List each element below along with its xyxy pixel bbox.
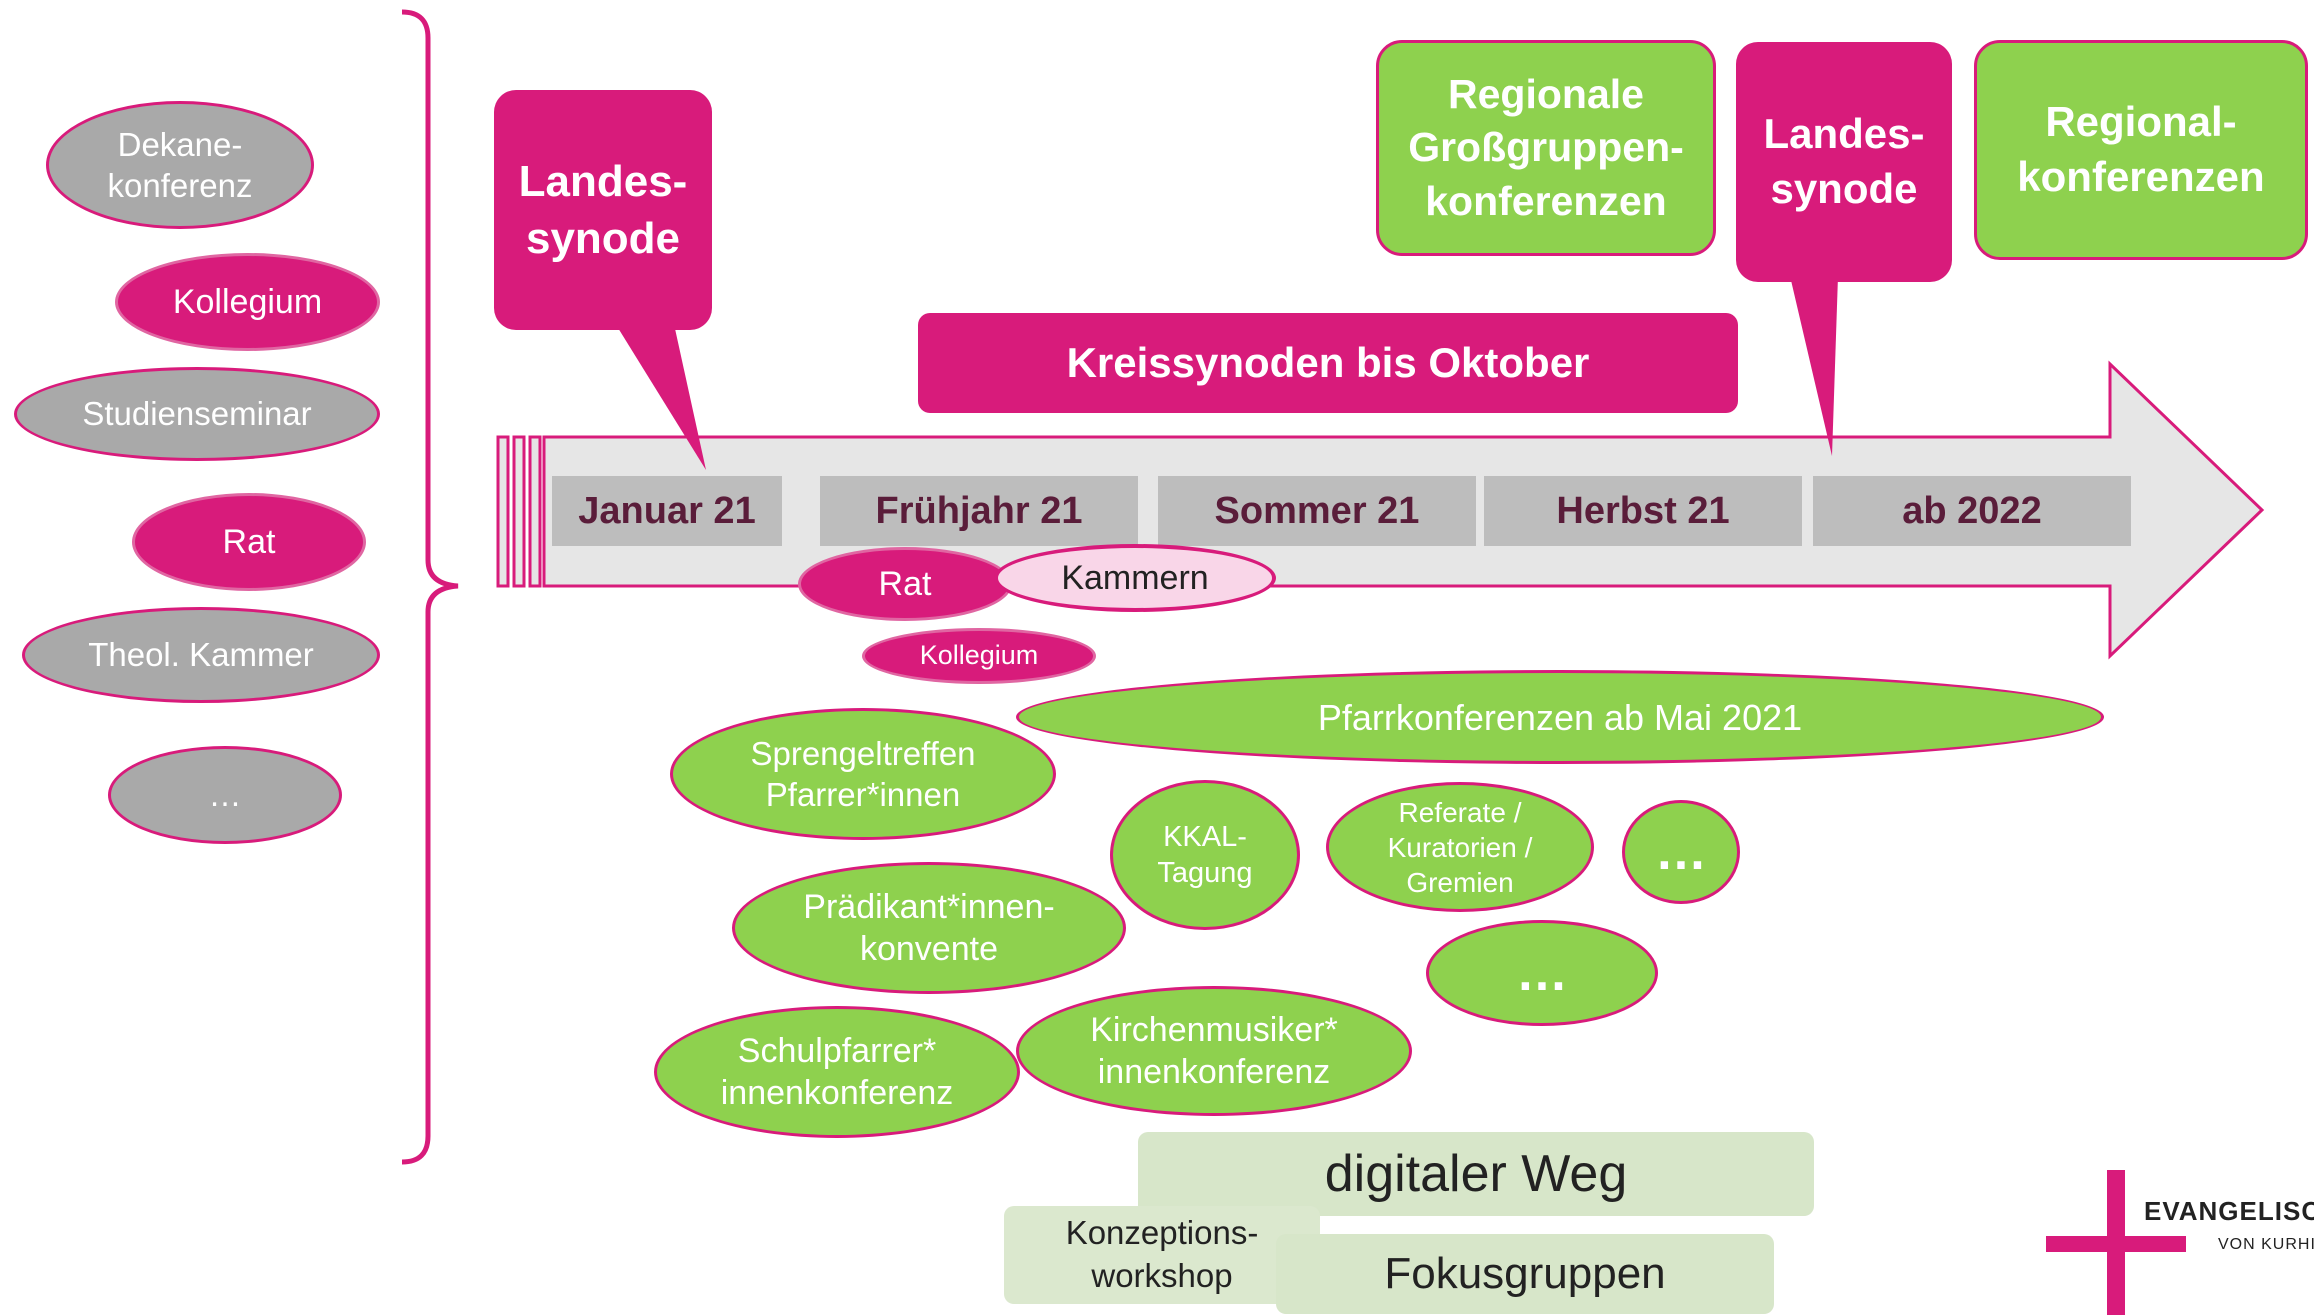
studienseminar-label: Studienseminar — [82, 395, 312, 433]
rat-small-ellipse: Rat — [798, 547, 1012, 621]
regionale-grossgruppen-box: Regionale Großgruppen- konferenzen — [1376, 40, 1716, 256]
dekanekonferenz-label: Dekane- konferenz — [107, 125, 253, 204]
regionale-grossgruppen-label: Regionale Großgruppen- konferenzen — [1408, 71, 1684, 224]
kkal-label: KKAL- Tagung — [1157, 820, 1253, 889]
regionalkonferenzen-box: Regional- konferenzen — [1974, 40, 2308, 260]
kollegium-label: Kollegium — [172, 282, 323, 321]
theol-kammer-ellipse: Theol. Kammer — [22, 607, 380, 703]
logo-text-line1: EVANGELISC — [2144, 1196, 2314, 1226]
arrow-tail-bar-3 — [528, 435, 542, 588]
digitaler-weg-label: digitaler Weg — [1324, 1145, 1628, 1203]
landessynode-callout-1: Landes- synode — [494, 90, 712, 330]
timeline-januar-label: Januar 21 — [578, 489, 756, 532]
konzeptions-label: Konzeptions- workshop — [1065, 1214, 1259, 1294]
landessynode-callout-2: Landes- synode — [1736, 42, 1952, 282]
kreissynoden-label: Kreissynoden bis Oktober — [1066, 339, 1590, 386]
praedikant-ellipse: Prädikant*innen- konvente — [732, 862, 1126, 994]
landessynode-2-label: Landes- synode — [1763, 110, 1925, 212]
more-label: … — [208, 776, 242, 814]
praedikant-label: Prädikant*innen- konvente — [803, 887, 1055, 969]
referate-label: Referate / Kuratorien / Gremien — [1387, 796, 1533, 898]
kreissynoden-bar: Kreissynoden bis Oktober — [918, 313, 1738, 413]
callout-tail-2 — [1790, 276, 1838, 456]
sprengeltreffen-label: Sprengeltreffen Pfarrer*innen — [750, 734, 976, 813]
rat-small-label: Rat — [878, 564, 932, 603]
rat-ellipse: Rat — [132, 493, 366, 591]
timeline-fruehjahr-label: Frühjahr 21 — [875, 489, 1083, 532]
konzeptions-box: Konzeptions- workshop — [1004, 1206, 1320, 1304]
fokusgruppen-box: Fokusgruppen — [1276, 1234, 1774, 1314]
landessynode-1-label: Landes- synode — [518, 156, 688, 263]
dots-ellipse-2: … — [1426, 920, 1658, 1026]
timeline-ab-2022: ab 2022 — [1813, 476, 2131, 546]
referate-ellipse: Referate / Kuratorien / Gremien — [1326, 782, 1594, 912]
left-bracket — [401, 9, 459, 1165]
schulpfarrer-ellipse: Schulpfarrer* innenkonferenz — [654, 1006, 1020, 1138]
kammern-label: Kammern — [1061, 558, 1209, 597]
theol-kammer-label: Theol. Kammer — [88, 636, 314, 674]
arrow-tail-bar-1 — [496, 435, 510, 588]
timeline-fruehjahr: Frühjahr 21 — [820, 476, 1138, 546]
dots-1-label: … — [1655, 822, 1707, 881]
kammern-ellipse: Kammern — [994, 544, 1276, 612]
arrow-tail-bar-2 — [512, 435, 526, 588]
dots-ellipse-1: … — [1622, 800, 1740, 904]
pfarrkonferenzen-label: Pfarrkonferenzen ab Mai 2021 — [1317, 696, 1803, 738]
kkal-ellipse: KKAL- Tagung — [1110, 780, 1300, 930]
regionalkonferenzen-label: Regional- konferenzen — [2017, 98, 2265, 200]
sprengeltreffen-ellipse: Sprengeltreffen Pfarrer*innen — [670, 708, 1056, 840]
logo-cross-horizontal — [2046, 1236, 2186, 1252]
timeline-ab-2022-label: ab 2022 — [1902, 489, 2042, 532]
studienseminar-ellipse: Studienseminar — [14, 367, 380, 461]
digitaler-weg-box: digitaler Weg — [1138, 1132, 1814, 1216]
timeline-januar: Januar 21 — [552, 476, 782, 546]
timeline-herbst: Herbst 21 — [1484, 476, 1802, 546]
kollegium-ellipse: Kollegium — [115, 253, 380, 351]
timeline-herbst-label: Herbst 21 — [1556, 489, 1730, 532]
kirchenmusiker-ellipse: Kirchenmusiker* innenkonferenz — [1016, 986, 1412, 1116]
fokusgruppen-label: Fokusgruppen — [1384, 1249, 1666, 1298]
kollegium-small-ellipse: Kollegium — [862, 628, 1096, 684]
kollegium-small-label: Kollegium — [919, 640, 1039, 671]
pfarrkonferenzen-ellipse: Pfarrkonferenzen ab Mai 2021 — [1016, 670, 2104, 764]
dekanekonferenz-ellipse: Dekane- konferenz — [46, 101, 314, 229]
dots-2-label: … — [1516, 943, 1568, 1002]
rat-label: Rat — [222, 522, 276, 561]
more-ellipse: … — [108, 746, 342, 844]
timeline-sommer-label: Sommer 21 — [1214, 489, 1420, 532]
timeline-sommer: Sommer 21 — [1158, 476, 1476, 546]
logo-text-line2: VON KURHI — [2218, 1236, 2314, 1253]
schulpfarrer-label: Schulpfarrer* innenkonferenz — [720, 1031, 954, 1113]
callout-tail-1 — [610, 315, 706, 470]
kirchenmusiker-label: Kirchenmusiker* innenkonferenz — [1090, 1010, 1338, 1092]
